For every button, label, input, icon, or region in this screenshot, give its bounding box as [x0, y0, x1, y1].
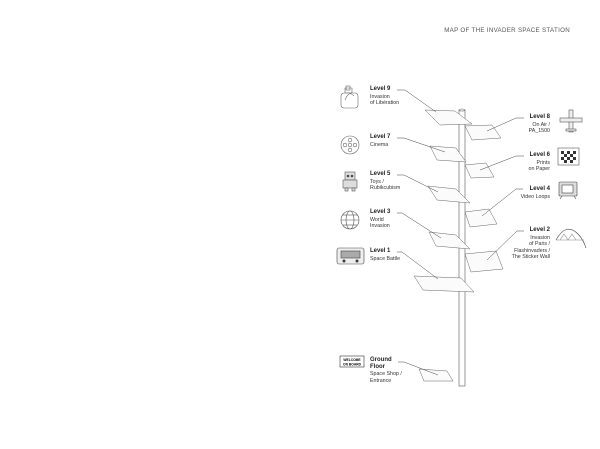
platform-level-4 — [464, 208, 498, 228]
level-3-name: Level 3 — [370, 209, 391, 215]
airplane-icon — [559, 109, 583, 133]
level-2-name: Level 2 — [529, 227, 550, 233]
platform-level-6 — [464, 162, 495, 179]
level-3-label: Level 3 World Invasion — [370, 209, 390, 230]
platform-level-3 — [428, 231, 471, 250]
robot-toy-icon — [342, 171, 358, 192]
level-7-label: Level 7 Cinema — [370, 134, 390, 148]
level-6-label: Level 6 Prints on Paper — [500, 152, 551, 173]
platform-level-5 — [427, 185, 471, 204]
map-title: MAP OF THE INVADER SPACE STATION — [444, 27, 570, 34]
level-9-label: Level 9 Invasion of Libération — [370, 86, 399, 107]
level-8-label: Level 8 On Air / PA_1500 — [500, 114, 550, 135]
ground-floor-name: Ground Floor — [370, 357, 392, 370]
ground-floor-label: Ground Floor Space Shop / Entrance — [370, 357, 402, 384]
platform-level-2 — [464, 250, 504, 273]
level-6-name: Level 6 — [529, 152, 550, 158]
level-7-desc: Cinema — [370, 141, 389, 148]
film-reel-icon — [340, 135, 360, 155]
welcome-sign-line1: WELCOME — [343, 358, 361, 362]
level-4-name: Level 4 — [529, 186, 550, 192]
level-5-label: Level 5 Toys / Rubikcubism — [370, 171, 400, 192]
level-3-desc: World Invasion — [370, 216, 390, 230]
welcome-sign-icon: WELCOME ON BOARD — [339, 355, 365, 368]
welcome-sign-line2: ON BOARD — [343, 363, 362, 367]
level-2-label: Level 2 Invasion of Paris / Flashinvader… — [490, 227, 550, 261]
level-1-desc: Space Battle — [370, 255, 401, 262]
paris-dome-icon — [555, 228, 587, 249]
level-4-label: Level 4 Video Loops — [500, 186, 550, 200]
platform-ground-floor — [418, 368, 454, 382]
platform-level-1 — [413, 275, 475, 293]
level-5-desc: Toys / Rubikcubism — [370, 178, 401, 192]
level-2-desc: Invasion of Paris / Flashinvaders / The … — [511, 234, 550, 261]
level-8-desc: On Air / PA_1500 — [528, 121, 550, 135]
level-9-desc: Invasion of Libération — [370, 93, 400, 107]
television-icon — [558, 181, 578, 200]
level-1-label: Level 1 Space Battle — [370, 248, 400, 262]
pixel-print-icon — [557, 147, 580, 166]
level-5-name: Level 5 — [370, 171, 391, 177]
level-7-name: Level 7 — [370, 134, 391, 140]
level-1-name: Level 1 — [370, 248, 391, 254]
leader-lines — [397, 89, 524, 376]
arcade-console-icon — [336, 247, 365, 265]
level-6-desc: Prints on Paper — [528, 159, 551, 173]
platform-level-9 — [424, 109, 473, 126]
level-9-name: Level 9 — [370, 86, 391, 92]
level-4-desc: Video Loops — [520, 193, 550, 200]
space-invader-sculpture-icon — [340, 85, 359, 109]
globe-icon — [340, 210, 360, 230]
level-8-name: Level 8 — [529, 114, 550, 120]
ground-floor-desc: Space Shop / Entrance — [370, 371, 402, 384]
